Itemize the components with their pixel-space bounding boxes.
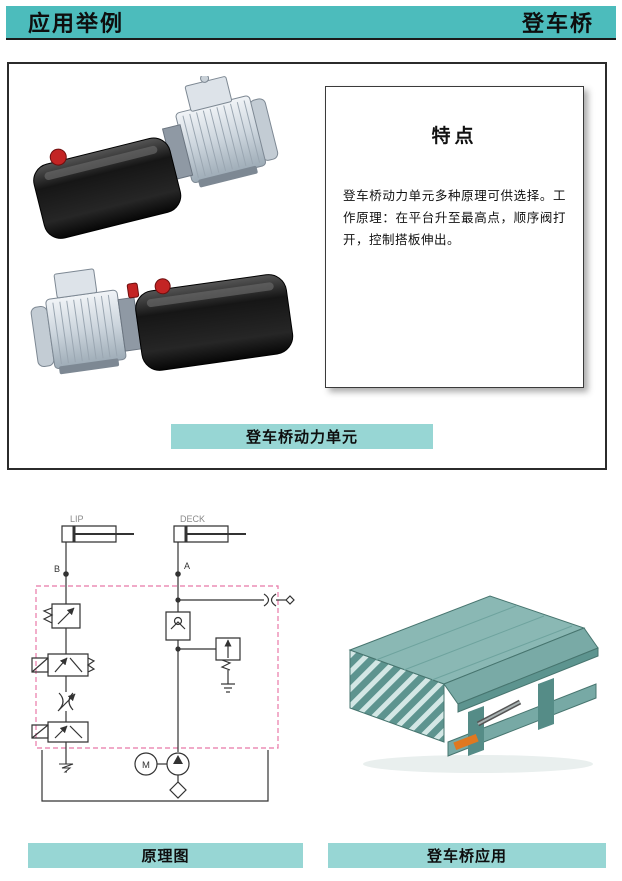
relief-valve-symbol (176, 638, 240, 692)
lip-cylinder-label: LIP (70, 514, 84, 524)
schematic-caption: 原理图 (28, 843, 303, 868)
page-subtitle: 登车桥 (521, 11, 594, 36)
dock-leveler-illustration (348, 595, 599, 773)
power-unit-panel: 特点 登车桥动力单元多种原理可供选择。工作原理：在平台升至最高点，顺序阀打开，控… (7, 62, 607, 470)
page-title: 应用举例 (28, 11, 125, 36)
throttle-valve-symbol (58, 693, 76, 722)
lip-cylinder-symbol (62, 526, 134, 574)
dock-leveler-body (348, 595, 599, 757)
deck-cylinder-symbol (174, 526, 246, 574)
features-title: 特点 (431, 126, 478, 147)
solenoid-valve-2-symbol (32, 722, 88, 772)
ground-shadow (363, 755, 593, 773)
motor-letter: M (142, 760, 150, 771)
check-valve-symbol (166, 612, 190, 752)
application-caption: 登车桥应用 (328, 843, 606, 868)
hydraulic-schematic: LIP DECK B A (28, 514, 306, 810)
manifold-boundary (36, 586, 278, 748)
brand-label (453, 733, 479, 751)
power-unit-image-bottom (30, 268, 294, 375)
solenoid-valve-1-symbol (32, 654, 94, 692)
power-unit-image-top (33, 76, 279, 239)
sequence-valve-symbol (44, 604, 80, 654)
features-body: 登车桥动力单元多种原理可供选择。工作原理：在平台升至最高点，顺序阀打开，控制搭板… (343, 189, 566, 247)
node-a-label: A (184, 561, 190, 571)
features-box: 特点 登车桥动力单元多种原理可供选择。工作原理：在平台升至最高点，顺序阀打开，控… (325, 86, 584, 388)
quick-coupler-symbol (176, 594, 294, 606)
power-unit-illustration (30, 76, 294, 375)
deck-cylinder-label: DECK (180, 514, 205, 524)
page-header: 应用举例 登车桥 (6, 6, 616, 40)
motor-pump-symbol: M (135, 753, 189, 798)
reservoir-outline (42, 750, 268, 801)
power-unit-caption: 登车桥动力单元 (171, 424, 433, 449)
node-b-label: B (54, 564, 60, 574)
